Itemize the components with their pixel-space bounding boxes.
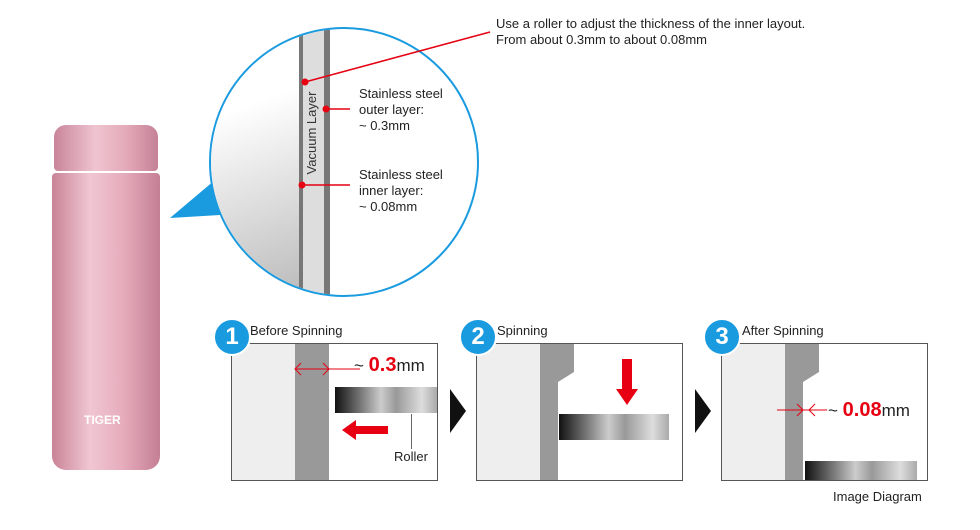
thickness-measure: ~ 0.3mm [354, 354, 425, 376]
next-arrow-icon [450, 389, 466, 433]
step-number-badge: 2 [459, 318, 497, 356]
left-arrow-icon [342, 420, 388, 440]
roller-note-line: Use a roller to adjust the thickness of … [496, 16, 806, 31]
step-title: After Spinning [742, 323, 824, 338]
bottle-body [52, 173, 160, 470]
inner-steel-wall [299, 29, 303, 295]
roller-note-line: From about 0.3mm to about 0.08mm [496, 32, 707, 47]
leader-lines [298, 31, 491, 189]
brand-logo: TIGER [84, 413, 121, 427]
thickness-arrow [777, 403, 827, 417]
roller [335, 387, 437, 413]
step-title: Spinning [497, 323, 548, 338]
step-number-badge: 1 [213, 318, 251, 356]
label-line: ~ 0.08mm [359, 199, 418, 214]
label-line: Stainless steel [359, 167, 443, 182]
wall-deforming [540, 344, 574, 480]
roller [805, 461, 917, 480]
label-line: Stainless steel [359, 86, 443, 101]
roller-note: Use a roller to adjust the thickness of … [496, 16, 805, 48]
label-line: ~ 0.3mm [359, 118, 410, 133]
outer-layer-label: Stainless steel outer layer: ~ 0.3mm [359, 86, 443, 134]
bottle-lid [54, 125, 158, 171]
outer-steel-wall [324, 29, 330, 295]
inner-layer-label: Stainless steel inner layer: ~ 0.08mm [359, 167, 443, 215]
step-number-badge: 3 [703, 318, 741, 356]
wall-thick [295, 344, 329, 480]
image-caption: Image Diagram [833, 489, 922, 504]
label-line: outer layer: [359, 102, 425, 117]
roller-label: Roller [394, 449, 428, 464]
step-3-panel: ~ 0.08mm [721, 343, 928, 481]
roller [559, 414, 669, 440]
step-title: Before Spinning [250, 323, 343, 338]
wall-thin [785, 344, 819, 480]
step-1-panel: ~ 0.3mm Roller [231, 343, 438, 481]
thickness-measure: ~ 0.08mm [828, 399, 910, 421]
callout-pointer [170, 180, 220, 218]
thickness-arrow [294, 362, 360, 376]
down-arrow-icon [616, 359, 638, 405]
label-line: inner layer: [359, 183, 424, 198]
next-arrow-icon [695, 389, 711, 433]
step-2-panel [476, 343, 683, 481]
vacuum-layer [303, 29, 324, 295]
bottle: TIGER [52, 125, 160, 470]
